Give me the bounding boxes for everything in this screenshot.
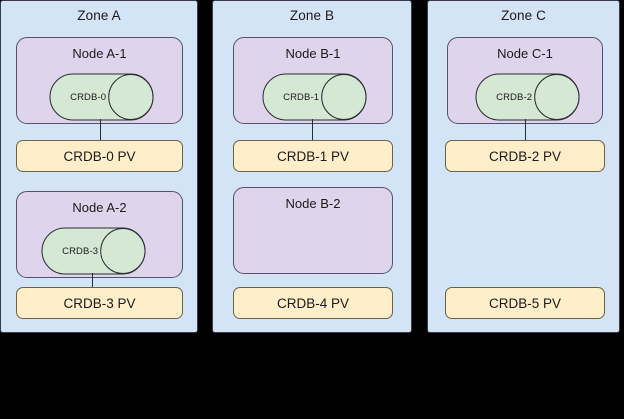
node-title: Node B-1: [285, 46, 341, 61]
node-title: Node A-1: [72, 46, 127, 61]
pv-crdb-0[interactable]: CRDB-0 PV: [16, 140, 183, 172]
pod-label: CRDB-0: [70, 91, 107, 103]
zone-title: Zone C: [501, 8, 546, 23]
pv-crdb-3[interactable]: CRDB-3 PV: [16, 287, 183, 319]
node-b-2[interactable]: Node B-2: [233, 187, 393, 274]
pv-crdb-1[interactable]: CRDB-1 PV: [233, 140, 393, 172]
pod-label: CRDB-1: [283, 91, 320, 103]
zone-title: Zone A: [77, 8, 121, 23]
pv-connector: [92, 273, 93, 287]
pod-crdb-2[interactable]: CRDB-2: [475, 73, 580, 121]
node-title: Node A-2: [72, 200, 127, 215]
pod-crdb-1[interactable]: CRDB-1: [262, 73, 367, 121]
pv-crdb-5[interactable]: CRDB-5 PV: [445, 287, 605, 319]
pod-label: CRDB-3: [62, 245, 99, 257]
pv-connector: [100, 119, 101, 140]
pv-connector: [525, 119, 526, 140]
pv-connector: [312, 119, 313, 140]
node-title: Node B-2: [285, 196, 341, 211]
zone-title: Zone B: [289, 8, 335, 23]
pod-label: CRDB-2: [496, 91, 533, 103]
node-title: Node C-1: [497, 46, 553, 61]
pod-crdb-3[interactable]: CRDB-3: [41, 227, 146, 275]
pv-crdb-4[interactable]: CRDB-4 PV: [233, 287, 393, 319]
pv-crdb-2[interactable]: CRDB-2 PV: [445, 140, 605, 172]
pod-crdb-0[interactable]: CRDB-0: [49, 73, 154, 121]
